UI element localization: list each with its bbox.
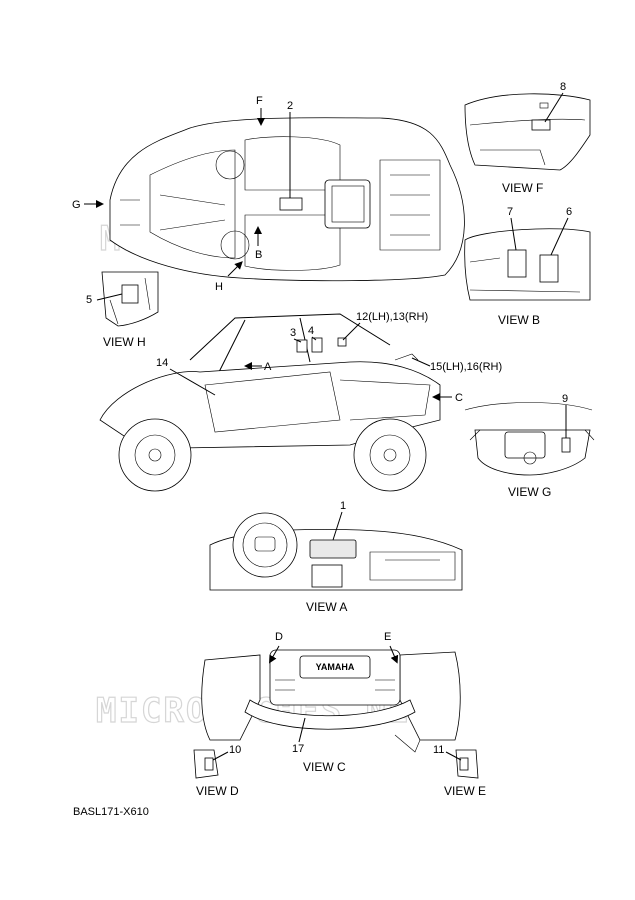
callout-14: 14 <box>156 357 168 369</box>
callout-5: 5 <box>86 294 92 306</box>
callout-17: 17 <box>292 743 304 755</box>
callout-6: 6 <box>566 206 572 218</box>
callout-12-13: 12(LH),13(RH) <box>356 311 428 323</box>
view-d-title: VIEW D <box>196 784 239 798</box>
vehicle-side-view <box>99 313 441 492</box>
view-e-title: VIEW E <box>444 784 486 798</box>
view-c-drawing: YAMAHA <box>201 649 461 753</box>
marker-g: G <box>72 199 81 211</box>
view-a-drawing <box>209 512 463 591</box>
marker-h: H <box>215 281 223 293</box>
arrow-e-icon <box>389 645 399 664</box>
callout-11: 11 <box>433 744 444 756</box>
callout-3: 3 <box>290 327 296 339</box>
callout-7: 7 <box>507 206 513 218</box>
callout-10: 10 <box>229 744 241 756</box>
marker-f: F <box>256 95 263 107</box>
view-e-drawing <box>455 749 479 779</box>
view-g-title: VIEW G <box>508 485 551 499</box>
callout-1: 1 <box>340 500 346 512</box>
callout-2: 2 <box>287 100 293 112</box>
marker-a: A <box>264 361 272 373</box>
view-g-drawing <box>464 402 595 476</box>
view-h-title: VIEW H <box>103 335 146 349</box>
view-a-title: VIEW A <box>306 600 347 614</box>
callout-8: 8 <box>560 81 566 93</box>
vehicle-top-view <box>109 117 465 282</box>
marker-c: C <box>455 392 463 404</box>
callout-4: 4 <box>308 325 314 337</box>
view-b-title: VIEW B <box>498 313 540 327</box>
view-c-title: VIEW C <box>303 760 346 774</box>
marker-b: B <box>255 249 262 261</box>
callout-9: 9 <box>562 393 568 405</box>
marker-d: D <box>275 631 283 643</box>
view-f-drawing <box>464 93 591 171</box>
view-b-drawing <box>464 228 591 301</box>
drawing-code: BASL171-X610 <box>73 806 149 818</box>
arrow-h-icon <box>227 261 243 277</box>
view-h-drawing <box>101 271 159 327</box>
view-d-drawing <box>193 749 219 779</box>
arrow-d-icon <box>269 645 280 664</box>
view-f-title: VIEW F <box>502 181 543 195</box>
marker-e: E <box>384 631 391 643</box>
yamaha-badge: YAMAHA <box>316 662 355 672</box>
callout-15-16: 15(LH),16(RH) <box>430 361 502 373</box>
